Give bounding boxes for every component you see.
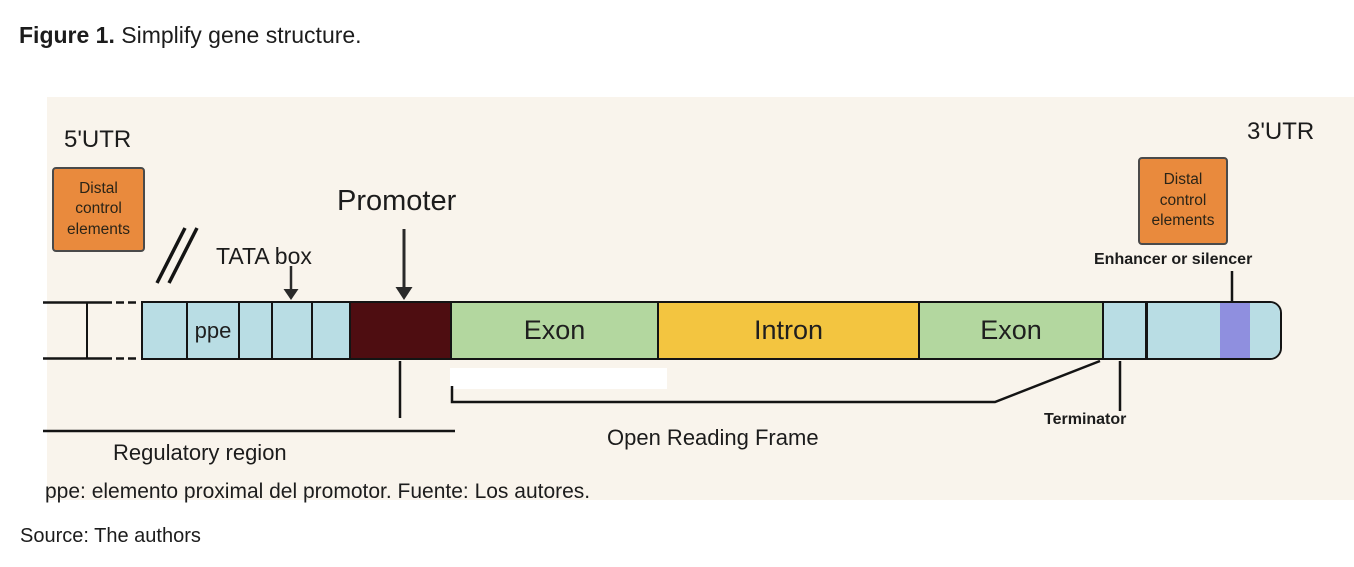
regulatory-region-label: Regulatory region [113,440,287,465]
bar-segment [1104,303,1148,358]
bar-segment-intron: Intron [659,303,920,358]
figure-title: Figure 1. Simplify gene structure. [19,22,362,49]
enhancer-silencer-label: Enhancer or silencer [1094,251,1253,268]
tata-box-label: TATA box [216,243,312,269]
figure-number: Figure 1. [19,22,115,48]
footnote: ppe: elemento proximal del promotor. Fue… [45,480,591,503]
bar-segment [313,303,351,358]
segment-label: Exon [980,315,1042,345]
distal-control-elements-left-box: Distal control elements [52,167,145,252]
utr3-label: 3'UTR [1247,118,1315,145]
bar-segment [143,303,188,358]
bar-segment-exon: Exon [920,303,1104,358]
bar-segment-ppe: ppe [188,303,240,358]
segment-label: ppe [194,317,232,343]
figure-caption: Simplify gene structure. [114,22,362,48]
segment-label: Intron [753,315,824,345]
bar-segment [273,303,313,358]
open-reading-frame-label: Open Reading Frame [607,425,819,450]
bar-segment-exon: Exon [452,303,659,358]
gene-bar: ppe Exon Intron Exon [141,301,1282,360]
segment-label: Exon [523,315,586,345]
promoter-label: Promoter [337,185,457,217]
source-line: Source: The authors [20,525,201,547]
diagram-background [47,97,1354,500]
terminator-label: Terminator [1044,411,1127,428]
bar-segment [1250,303,1280,358]
bar-segment [240,303,273,358]
bar-segment [351,303,452,358]
distal-control-elements-right-box: Distal control elements [1138,157,1228,245]
bar-segment [1220,303,1250,358]
utr5-label: 5'UTR [64,126,132,153]
bar-segment [1148,303,1220,358]
